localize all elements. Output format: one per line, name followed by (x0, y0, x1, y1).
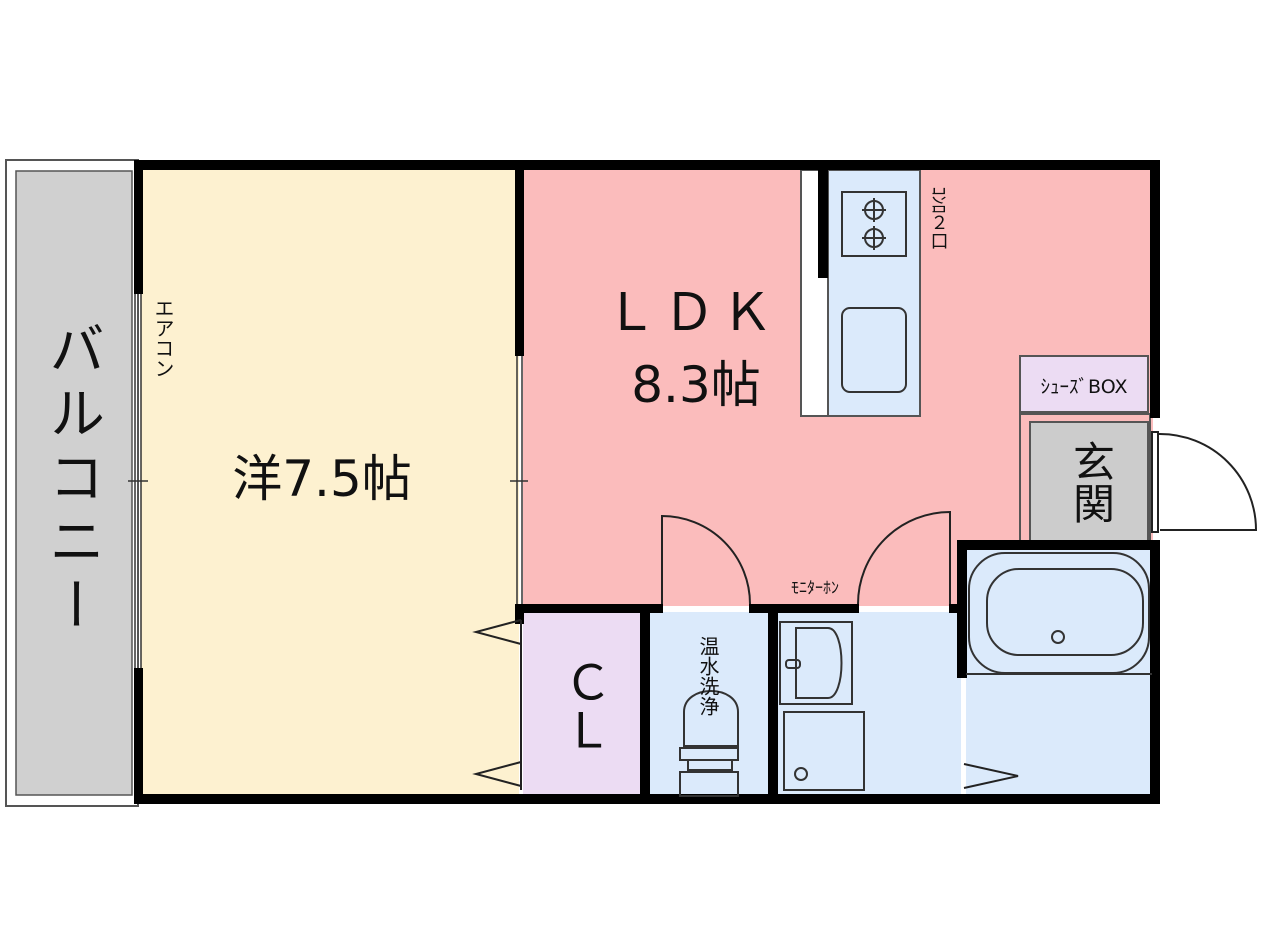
western-room-area (141, 168, 519, 798)
windows (128, 294, 528, 668)
western-room-label: 洋7.5帖 (232, 450, 412, 508)
burner-icon (862, 198, 886, 250)
kitchen-sink (841, 307, 907, 393)
shoe-box-label: ｼｭｰｽﾞBOX (1041, 376, 1128, 398)
wash-basin (779, 621, 853, 705)
shoe-box (1019, 355, 1149, 413)
stove-label: ｺﾝﾛ２口 (928, 187, 949, 250)
doors (472, 431, 1258, 790)
walls (134, 160, 1160, 804)
closet-label: ＣＬ (555, 658, 611, 754)
washing-machine (783, 711, 865, 791)
bathtub (966, 552, 1152, 675)
toilet (679, 690, 739, 797)
entrance-label: 玄関 (1067, 440, 1116, 524)
toilet-label: 温水洗浄 (696, 636, 720, 716)
intercom-label: ﾓﾆﾀｰﾎﾝ (791, 578, 839, 597)
toilet-area (649, 612, 769, 798)
aircon-label: エアコン (151, 298, 175, 378)
closet-area (523, 612, 641, 798)
stove (841, 191, 907, 257)
entrance-area (1029, 421, 1149, 543)
ldk-label: ＬＤＫ (605, 283, 779, 343)
ldk-size-label: 8.3帖 (631, 356, 761, 414)
balcony-area (15, 170, 133, 796)
balcony-label: バルコニー (40, 320, 105, 640)
